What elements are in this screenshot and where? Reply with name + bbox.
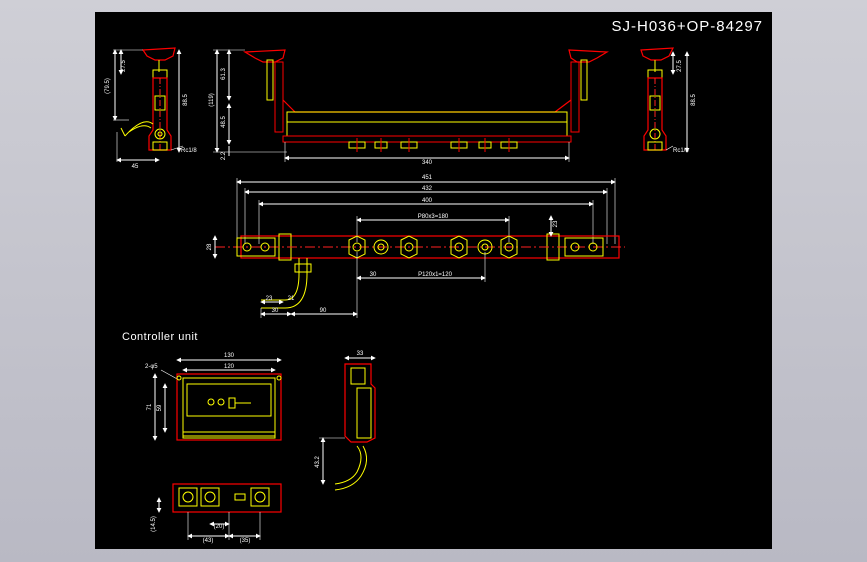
dim-plan-w2: 432	[422, 186, 433, 192]
dim-ctrl-winner: 120	[224, 364, 235, 370]
dim-ctrl-cable: 43.2	[315, 456, 321, 468]
controller-side: 33 43.2	[315, 351, 376, 491]
dim-left-h2: (79.5)	[105, 78, 111, 94]
dim-ctrl-b4: (35)	[240, 538, 251, 544]
dim-right-h2: 88.5	[691, 94, 697, 106]
controller-bottom: (14.5) (20) (43) (35)	[151, 483, 282, 544]
dim-ctrl-b1: (14.5)	[151, 516, 157, 532]
drawing-canvas[interactable]: SJ-H036+OP-84297 27.5 (79.5) 88.	[95, 12, 772, 549]
dim-left-thread: Rc1/8	[181, 148, 197, 154]
section-label: Controller unit	[122, 331, 198, 343]
dim-ctrl-h1: 71	[147, 403, 153, 410]
dim-plan-d30b: 30	[272, 308, 279, 314]
dim-left-w: 45	[132, 164, 139, 170]
dim-plan-w1: 451	[422, 175, 433, 181]
dim-right-h1: 27.5	[677, 60, 683, 72]
dim-front-htop: 61.3	[221, 68, 227, 80]
controller-front: 130 120 2-φ5 71 59	[145, 353, 282, 441]
dim-front-w: 340	[422, 160, 433, 166]
dim-plan-d21: 21	[288, 296, 295, 302]
cad-drawing: SJ-H036+OP-84297 27.5 (79.5) 88.	[105, 18, 764, 544]
dim-plan-w3: 400	[422, 198, 433, 204]
dim-front-hbot: 2.2	[221, 151, 227, 160]
plan-view: 451 432 400 P80x3=180	[207, 175, 625, 318]
dim-plan-pitch-top: P80x3=180	[418, 214, 449, 220]
dim-plan-hleft: 28	[207, 243, 213, 250]
dim-ctrl-h2: 59	[157, 404, 163, 411]
dim-left-h1: 27.5	[121, 60, 127, 72]
front-view: 61.3 (119) 48.5 2.2 340	[209, 49, 609, 166]
dim-ctrl-b3: (43)	[203, 538, 214, 544]
dim-right-thread: Rc1/8	[673, 148, 689, 154]
dim-front-htotal: (119)	[209, 93, 215, 107]
side-view-right: 27.5 88.5 Rc1/8	[640, 47, 697, 154]
side-view-left: 27.5 (79.5) 88.5 45 Rc1/8	[105, 47, 197, 170]
dim-plan-d23: 23	[266, 296, 273, 302]
dim-plan-d90: 90	[320, 308, 327, 314]
dim-front-hmid: 48.5	[221, 116, 227, 128]
dim-left-h3: 88.5	[183, 94, 189, 106]
dim-plan-d30a: 30	[370, 272, 377, 278]
dim-plan-pitch-bot: P120x1=120	[418, 272, 453, 278]
dim-ctrl-wouter: 130	[224, 353, 235, 359]
dim-ctrl-holes: 2-φ5	[145, 364, 158, 370]
dim-ctrl-depth: 33	[357, 351, 364, 357]
dim-ctrl-b2: (20)	[214, 524, 225, 530]
drawing-title: SJ-H036+OP-84297	[612, 18, 764, 35]
dim-plan-hright: 23	[553, 220, 559, 227]
